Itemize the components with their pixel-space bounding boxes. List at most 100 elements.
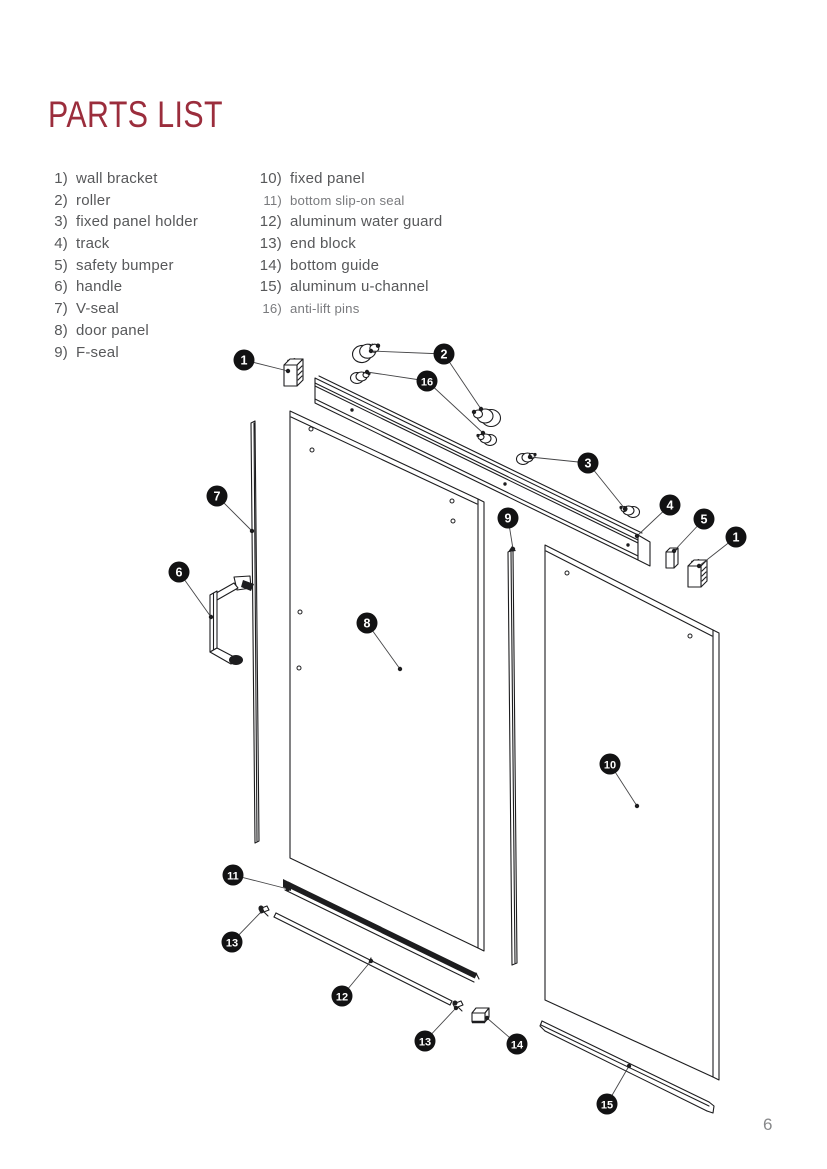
- part-list-item: 9) F-seal: [48, 342, 198, 364]
- leader-dot: [368, 958, 374, 964]
- part-label: safety bumper: [76, 256, 174, 274]
- callout-4: 4: [634, 494, 681, 539]
- callout-number: 10: [604, 759, 616, 771]
- leader-line: [426, 380, 484, 434]
- callout-bubble: [506, 1033, 528, 1055]
- handle: [209, 575, 254, 665]
- part-list-item: 14) bottom guide: [252, 255, 442, 277]
- callout-12: 12: [331, 958, 374, 1007]
- part-list-item: 16) anti-lift pins: [252, 298, 442, 320]
- leader-dot: [634, 533, 640, 539]
- callout-10: 10: [599, 753, 640, 809]
- callout-13: 13: [414, 1005, 459, 1052]
- callout-bubble: [725, 526, 747, 548]
- part-number: 11): [263, 192, 282, 208]
- part-number: 6): [54, 278, 68, 296]
- part-number: 5): [54, 256, 68, 274]
- part-label: anti-lift pins: [290, 301, 360, 317]
- callout-number: 6: [176, 565, 183, 579]
- callout-7: 7: [206, 485, 255, 534]
- part-list-item: 8)door panel: [48, 320, 198, 342]
- part-list-item: 5) safety bumper: [48, 255, 198, 277]
- part-list-item: 1)wall bracket: [48, 168, 198, 190]
- callout-bubble: [414, 1030, 436, 1052]
- leader-dot: [671, 548, 677, 554]
- part-number: 12): [259, 213, 282, 231]
- part-label: aluminum u-channel: [290, 278, 429, 296]
- leader-dot: [480, 430, 486, 436]
- callout-bubble: [168, 561, 190, 583]
- part-list-item: 10)fixed panel: [252, 168, 442, 190]
- door-panel: [289, 410, 485, 952]
- track: [314, 375, 651, 567]
- part-list-item: 12) aluminum water guard: [252, 211, 442, 233]
- bottom-slip-on-seal: [283, 879, 480, 983]
- wall-bracket-left: [283, 358, 304, 387]
- leader-dot: [397, 666, 403, 672]
- callout-number: 13: [419, 1036, 431, 1048]
- v-seal: [250, 420, 260, 844]
- leader-dot: [368, 348, 374, 354]
- part-number: 14): [259, 256, 282, 274]
- part-label: bottom guide: [290, 256, 380, 274]
- part-label: bottom slip-on seal: [290, 192, 405, 208]
- part-number: 2): [54, 191, 68, 209]
- callout-15: 15: [596, 1063, 632, 1115]
- part-label: F-seal: [76, 343, 119, 361]
- callout-6: 6: [168, 561, 214, 620]
- aluminum-water-guard: [273, 912, 453, 1006]
- part-label: aluminum water guard: [290, 213, 443, 231]
- callout-bubble: [416, 370, 438, 392]
- f-seal: [507, 546, 518, 966]
- callout-bubble: [659, 494, 681, 516]
- callout-14: 14: [484, 1015, 528, 1055]
- part-number: 8): [54, 321, 68, 339]
- callout-number: 5: [701, 512, 708, 526]
- part-list-item: 6)handle: [48, 276, 198, 298]
- callout-bubble: [693, 508, 715, 530]
- part-label: V-seal: [76, 300, 119, 318]
- leader-dot: [285, 886, 291, 892]
- callout-bubble: [356, 612, 378, 634]
- callout-bubble: [433, 343, 455, 365]
- callout-bubble: [222, 864, 244, 886]
- part-list-item: 11) bottom slip-on seal: [252, 190, 442, 212]
- part-number: 1): [54, 170, 68, 187]
- part-number: 9): [54, 343, 68, 361]
- callout-3: 3: [527, 452, 628, 512]
- leader-dot: [626, 1063, 632, 1069]
- part-list-item: 2)roller: [48, 190, 198, 212]
- callout-1: 1: [233, 349, 291, 374]
- fixed-panel-holder-2: [618, 505, 641, 519]
- part-number: 7): [54, 300, 68, 318]
- fixed-panel-holder-1: [515, 452, 538, 466]
- callout-bubble: [221, 931, 243, 953]
- callout-16: 16: [364, 369, 486, 436]
- leader-dot: [527, 454, 533, 460]
- part-list-item: 7) V-seal: [48, 298, 198, 320]
- leader-dot: [510, 546, 516, 552]
- callout-number: 3: [585, 456, 592, 470]
- leader-line: [443, 353, 482, 410]
- callout-bubble: [331, 985, 353, 1007]
- part-number: 15): [259, 278, 282, 296]
- part-number: 10): [259, 170, 282, 187]
- part-number: 16): [262, 301, 282, 317]
- page-number: 6: [763, 1115, 773, 1134]
- callout-bubble: [233, 349, 255, 371]
- leader-dot: [484, 1015, 490, 1021]
- part-number: 3): [54, 213, 68, 231]
- callout-number: 4: [667, 498, 674, 512]
- callout-9: 9: [497, 507, 519, 552]
- callout-number: 1: [733, 530, 740, 544]
- callout-number: 15: [601, 1099, 613, 1111]
- fixed-panel: [544, 544, 720, 1081]
- page-title: PARTS LIST: [48, 94, 223, 135]
- leader-dot: [364, 369, 370, 375]
- part-label: fixed panel holder: [76, 213, 199, 231]
- callout-5: 5: [671, 508, 715, 554]
- part-list-item: 3) fixed panel holder: [48, 211, 198, 233]
